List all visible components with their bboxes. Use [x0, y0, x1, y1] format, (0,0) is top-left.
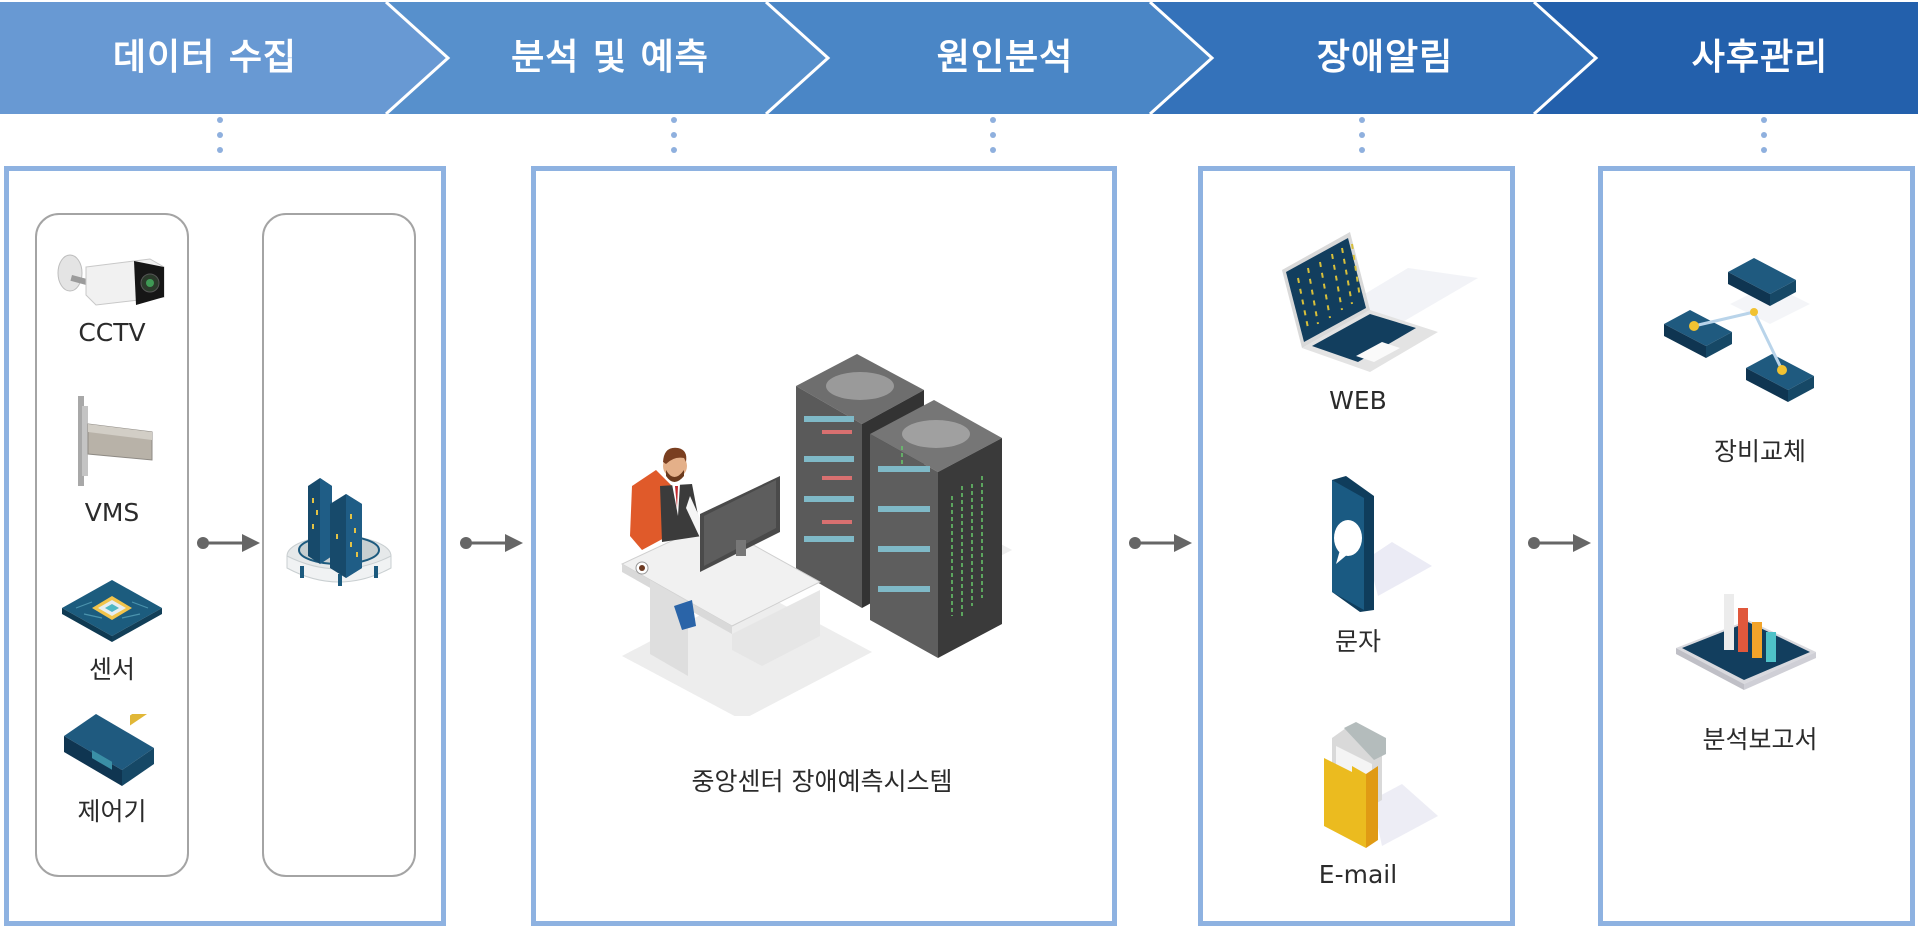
source-controller-label: 제어기: [77, 797, 147, 826]
stage-3-chevron: [766, 2, 1212, 114]
vms-sign-icon: [78, 396, 153, 486]
source-controller: [64, 714, 160, 786]
stage-4-label: 장애알림: [1316, 37, 1454, 78]
alert-web: [1278, 228, 1478, 378]
stage-5-label: 사후관리: [1691, 37, 1829, 78]
stage-1-connector: [217, 117, 223, 157]
network-devices-icon: [1664, 258, 1814, 402]
stage-4-chevron: [1150, 2, 1596, 114]
source-vms: [62, 396, 162, 486]
source-vms-label: VMS: [84, 498, 140, 527]
data-hub-servers-icon: [286, 478, 392, 586]
operator-server-room-icon: [620, 354, 1012, 716]
stage-1-label: 데이터 수집: [112, 37, 298, 78]
flow-arrow-sources-to-hub: [197, 534, 260, 552]
sensor-chip-icon: [62, 580, 162, 642]
alert-web-label: WEB: [1329, 386, 1387, 415]
smartphone-message-icon: [1332, 476, 1432, 612]
controller-box-icon: [64, 714, 154, 786]
stage-5-connector: [1761, 117, 1767, 157]
stage-5-chevron: [1534, 2, 1918, 114]
alert-sms: [1322, 476, 1442, 612]
stage-4-connector: [1359, 117, 1365, 157]
cctv-camera-icon: [57, 254, 165, 306]
report-chart-tablet-icon: [1676, 594, 1816, 690]
laptop-icon: [1282, 232, 1478, 372]
mail-folder-icon: [1324, 722, 1438, 848]
source-cctv: [52, 245, 172, 315]
alert-email: [1322, 720, 1442, 850]
central-system-label: 중앙센터 장애예측시스템: [691, 767, 953, 796]
stage-2-label: 분석 및 예측: [511, 37, 709, 78]
source-cctv-label: CCTV: [78, 318, 146, 347]
aftercare-report: [1672, 592, 1852, 702]
alert-sms-label: 문자: [1334, 627, 1381, 656]
stage-2-connector: [671, 117, 677, 157]
aftercare-equipment-label: 장비교체: [1713, 437, 1806, 466]
aftercare-report-label: 분석보고서: [1702, 725, 1818, 754]
process-header: [0, 2, 1918, 114]
stage-2-chevron: [386, 2, 828, 114]
aftercare-equipment: [1660, 244, 1860, 414]
flow-arrow-analysis-to-alerts: [1129, 534, 1192, 552]
flow-arrow-hub-to-analysis: [460, 534, 523, 552]
alert-email-label: E-mail: [1318, 860, 1398, 889]
stage-3-connector: [990, 117, 996, 157]
stage-3-label: 원인분석: [936, 37, 1074, 78]
stage-1-chevron: [0, 2, 448, 114]
central-system: [612, 336, 1032, 716]
data-hub: [280, 474, 398, 590]
source-sensor: [62, 580, 162, 642]
flow-arrow-alerts-to-aftercare: [1528, 534, 1591, 552]
source-sensor-label: 센서: [88, 655, 135, 684]
